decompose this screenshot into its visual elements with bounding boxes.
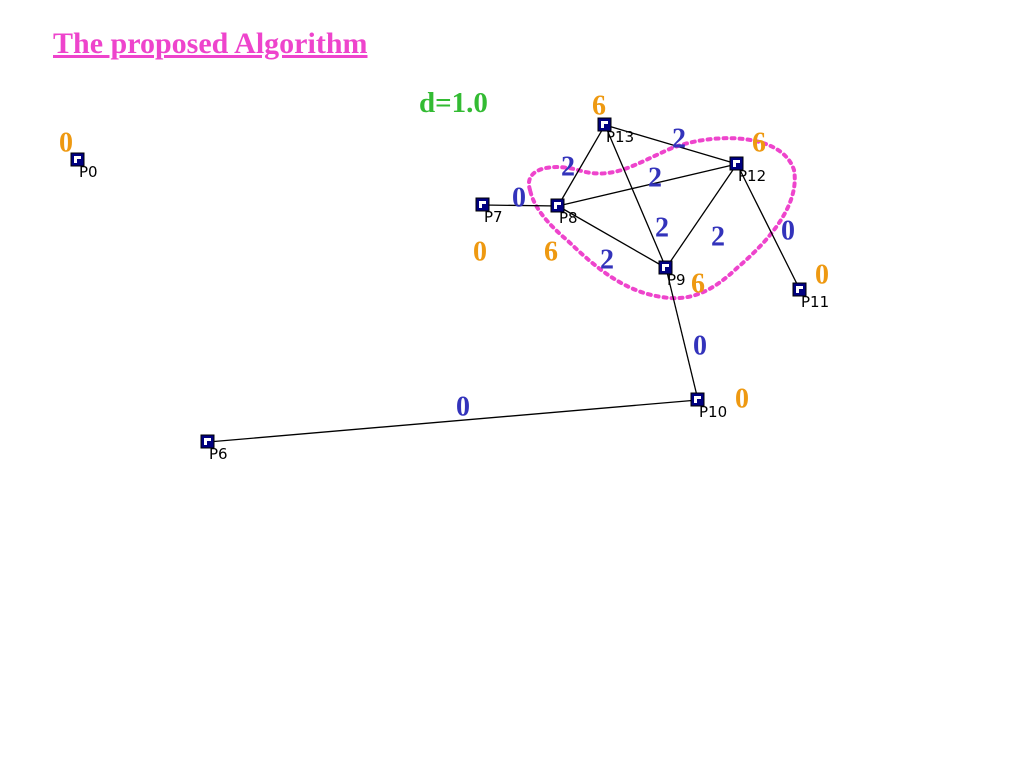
parameter-label: d=1.0	[419, 87, 488, 119]
node-label: P7	[484, 208, 503, 226]
edge-p8-p9	[557, 205, 667, 269]
node-label: P13	[606, 128, 634, 146]
node-weight-p7: 0	[473, 237, 487, 268]
node-marker-core	[207, 441, 212, 446]
node-marker-core	[697, 399, 702, 404]
edge-weight-p9-p10: 0	[693, 331, 707, 362]
node-weight-p8: 6	[544, 237, 558, 268]
edge-p12-p11	[736, 163, 801, 291]
page-title: The proposed Algorithm	[53, 27, 368, 60]
node-label: P8	[559, 209, 578, 227]
node-p9: P9	[658, 260, 686, 289]
edge-weight-p7-p8: 0	[512, 183, 526, 214]
node-p12: P12	[729, 156, 766, 185]
node-label: P10	[699, 403, 727, 421]
node-weight-p13: 6	[592, 91, 606, 122]
edge-p8-p12	[557, 163, 738, 207]
edge-weight-p12-p11: 0	[781, 216, 795, 247]
node-marker-core	[482, 204, 487, 209]
edge-weight-p10-p6: 0	[456, 392, 470, 423]
node-weight-p10: 0	[735, 384, 749, 415]
node-marker-core	[557, 205, 562, 210]
node-p10: P10	[690, 392, 727, 421]
node-weight-p12: 6	[752, 128, 766, 159]
edge-p13-p12	[604, 124, 738, 165]
node-label: P0	[79, 163, 98, 181]
edge-weight-p8-p9: 2	[600, 245, 614, 276]
edge-weight-p8-p12: 2	[648, 163, 662, 194]
node-p7: P7	[475, 197, 503, 226]
node-marker-core	[604, 124, 609, 129]
node-label: P9	[667, 271, 686, 289]
edge-p8-p13	[557, 124, 606, 207]
node-weight-p0: 0	[59, 128, 73, 159]
node-label: P12	[738, 167, 766, 185]
node-weight-p11: 0	[815, 260, 829, 291]
node-p0: P0	[70, 152, 98, 181]
cluster-outline	[526, 136, 797, 301]
node-marker-core	[77, 159, 82, 164]
edge-p9-p10	[665, 267, 699, 401]
edge-weight-p8-p13: 2	[561, 152, 575, 183]
edge-p13-p9	[604, 124, 667, 269]
edge-weight-p12-p9: 2	[711, 222, 725, 253]
node-label: P11	[801, 293, 829, 311]
edge-weight-p13-p9: 2	[655, 213, 669, 244]
node-marker-core	[665, 267, 670, 272]
edge-weight-p13-p12: 2	[672, 124, 686, 155]
edge-p10-p6	[207, 399, 699, 443]
node-marker-core	[799, 289, 804, 294]
node-label: P6	[209, 445, 228, 463]
node-p8: P8	[550, 198, 578, 227]
node-p13: P13	[597, 117, 634, 146]
node-p6: P6	[200, 434, 228, 463]
node-marker-core	[736, 163, 741, 168]
node-weight-p9: 6	[691, 269, 705, 300]
edge-p12-p9	[665, 163, 738, 269]
node-p11: P11	[792, 282, 829, 311]
edge-p7-p8	[482, 204, 559, 207]
